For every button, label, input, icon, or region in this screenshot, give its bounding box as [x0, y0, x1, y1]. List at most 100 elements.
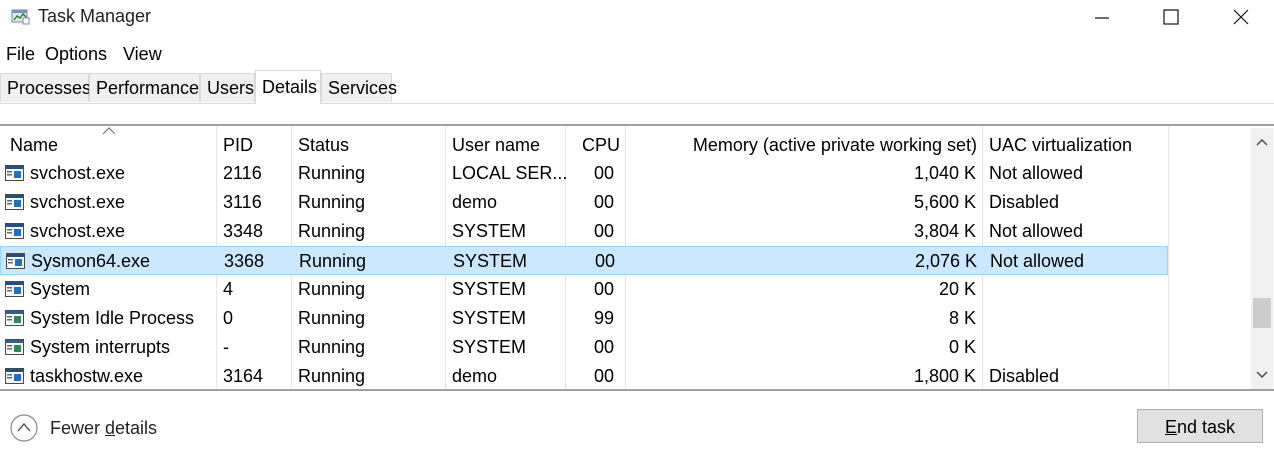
cell-cpu: 00: [593, 163, 614, 183]
cell-uac-virtualization: Disabled: [989, 192, 1060, 212]
tab-performance[interactable]: Performance: [89, 73, 200, 102]
cell-cpu: 00: [593, 192, 614, 212]
title-bar: Task Manager: [0, 0, 1274, 34]
cell-uac-virtualization: Not allowed: [989, 163, 1084, 183]
cell-status: Running: [298, 192, 366, 212]
service-process-icon: [5, 165, 24, 181]
scroll-up-button[interactable]: [1251, 128, 1273, 156]
cell-name: System Idle Process: [30, 308, 195, 328]
cell-memory: 2,076 K: [914, 251, 977, 271]
fewer-details-link[interactable]: Fewer details: [50, 418, 158, 438]
tab-services[interactable]: Services: [321, 73, 397, 102]
cell-user-name: LOCAL SER...: [452, 163, 568, 183]
table-row[interactable]: System Idle Process 0 Running SYSTEM 99 8 K: [0, 304, 1168, 333]
process-details-grid: Name PID Status User name CPU Memory (ac…: [0, 124, 1274, 391]
column-header-status[interactable]: Status: [298, 135, 350, 155]
tab-users[interactable]: Users: [200, 73, 255, 102]
cell-uac-virtualization: [989, 275, 1164, 304]
system-process-icon: [5, 339, 24, 355]
cell-user-name: SYSTEM: [452, 337, 527, 357]
cell-pid: 4: [223, 279, 234, 299]
service-process-icon: [5, 194, 24, 210]
cell-cpu: 00: [594, 251, 615, 271]
cell-user-name: SYSTEM: [452, 221, 527, 241]
tab-details[interactable]: Details: [255, 70, 321, 104]
menu-view[interactable]: View: [123, 44, 162, 64]
service-process-icon: [5, 281, 24, 297]
cell-cpu: 99: [593, 308, 614, 328]
column-header-pid[interactable]: PID: [223, 135, 254, 155]
cell-pid: -: [223, 337, 229, 357]
cell-status: Running: [298, 366, 366, 386]
cell-name: Sysmon64.exe: [31, 251, 151, 271]
chevron-down-icon: [1256, 371, 1268, 378]
cell-user-name: SYSTEM: [453, 251, 528, 271]
chevron-up-icon: [1256, 139, 1268, 146]
cell-cpu: 00: [593, 279, 614, 299]
cell-status: Running: [298, 337, 366, 357]
cell-memory: 3,804 K: [913, 221, 976, 241]
cell-user-name: SYSTEM: [452, 308, 527, 328]
cell-name: System interrupts: [30, 337, 171, 357]
cell-pid: 3368: [224, 251, 265, 271]
cell-uac-virtualization: Not allowed: [989, 221, 1084, 241]
column-header-user-name[interactable]: User name: [452, 135, 541, 155]
column-header-name[interactable]: Name: [10, 135, 59, 155]
minimize-button[interactable]: [1079, 0, 1125, 34]
close-icon: [1233, 9, 1249, 25]
minimize-icon: [1095, 17, 1109, 19]
maximize-icon: [1163, 9, 1179, 25]
cell-status: Running: [298, 163, 366, 183]
cell-status: Running: [299, 251, 367, 271]
column-header-cpu[interactable]: CPU: [581, 135, 620, 155]
cell-memory: 5,600 K: [913, 192, 976, 212]
cell-name: svchost.exe: [30, 221, 126, 241]
scroll-down-button[interactable]: [1251, 361, 1273, 389]
cell-memory: 8 K: [948, 308, 976, 328]
maximize-button[interactable]: [1148, 0, 1194, 34]
cell-cpu: 00: [593, 366, 614, 386]
tab-processes[interactable]: Processes: [0, 73, 91, 102]
cell-user-name: demo: [452, 192, 498, 212]
menu-options[interactable]: Options: [45, 44, 108, 64]
close-button[interactable]: [1218, 0, 1264, 34]
end-task-button[interactable]: End task: [1137, 409, 1263, 443]
service-process-icon: [5, 368, 24, 384]
cell-pid: 0: [223, 308, 234, 328]
task-manager-app-icon: [11, 8, 30, 25]
cell-cpu: 00: [593, 337, 614, 357]
window-title: Task Manager: [38, 6, 152, 26]
cell-user-name: demo: [452, 366, 498, 386]
column-header-memory[interactable]: Memory (active private working set): [692, 135, 977, 155]
cell-uac-virtualization: [989, 333, 1164, 362]
tab-divider: [0, 103, 1274, 104]
cell-name: taskhostw.exe: [30, 366, 144, 386]
menu-bar: File Options View: [0, 40, 1274, 68]
cell-memory: 1,040 K: [913, 163, 976, 183]
sort-ascending-icon: [102, 127, 116, 135]
column-header-uac-virtualization[interactable]: UAC virtualization: [989, 135, 1133, 155]
cell-pid: 2116: [223, 163, 262, 183]
chevron-up-circle-icon[interactable]: [9, 413, 39, 443]
cell-pid: 3348: [223, 221, 264, 241]
vertical-scrollbar[interactable]: [1251, 128, 1273, 389]
cell-cpu: 00: [593, 221, 614, 241]
tab-strip: Processes Performance Users Details Serv…: [0, 66, 1274, 104]
cell-user-name: SYSTEM: [452, 279, 527, 299]
cell-status: Running: [298, 308, 366, 328]
cell-uac-virtualization: [989, 304, 1164, 333]
menu-file[interactable]: File: [6, 44, 36, 64]
table-row[interactable]: System interrupts - Running SYSTEM 00 0 K: [0, 333, 1168, 362]
column-divider[interactable]: [1168, 126, 1169, 389]
cell-status: Running: [298, 279, 366, 299]
cell-memory: 0 K: [948, 337, 976, 357]
system-process-icon: [5, 310, 24, 326]
cell-pid: 3164: [223, 366, 264, 386]
scroll-thumb[interactable]: [1253, 298, 1271, 328]
